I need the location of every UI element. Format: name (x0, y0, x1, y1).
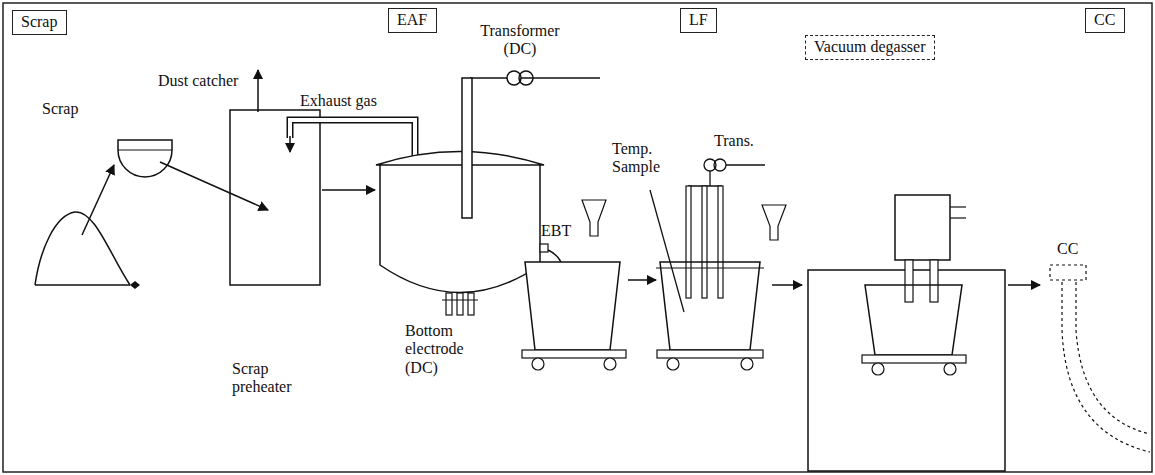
equipment-label: Scrap (42, 100, 78, 118)
eaf-roof (376, 152, 544, 166)
lf-electrode (702, 186, 707, 298)
bottom-electrode (457, 293, 463, 315)
outer-frame (3, 3, 1152, 472)
wheel (667, 358, 679, 370)
tap-hole (540, 244, 548, 252)
alloy-hopper (762, 205, 786, 240)
vacuum-duct (950, 217, 966, 218)
transformer-symbol (714, 159, 726, 171)
tundish (1050, 265, 1086, 280)
sampling-lance (650, 190, 684, 312)
ladle-car (657, 350, 763, 358)
section-title: Vacuum degasser (814, 38, 926, 56)
exhaust-pipe-inner (290, 120, 415, 158)
flow-arrow (772, 284, 802, 286)
bucket-seam (118, 150, 172, 151)
exhaust-arrow (289, 136, 291, 152)
section-title: Scrap (21, 13, 57, 31)
vacuum-vessel (895, 195, 950, 260)
graphite-electrode (462, 78, 472, 218)
snorkel (930, 260, 938, 302)
flow-arrow (628, 279, 656, 281)
section-header-box: Scrap (12, 10, 67, 35)
section-header-box: EAF (388, 8, 437, 33)
equipment-label: Scrap preheater (232, 360, 317, 397)
transformer-symbol (519, 71, 533, 85)
wheel (604, 358, 616, 370)
section-title: LF (689, 11, 708, 29)
equipment-label: Transformer (DC) (470, 22, 570, 59)
caster-strand (1076, 282, 1150, 434)
ladle-car (522, 350, 626, 358)
wheel (532, 358, 544, 370)
ground-line (35, 284, 130, 286)
ladle (660, 262, 760, 350)
power-line (726, 164, 765, 165)
wheel (944, 363, 956, 375)
scrap-pile (35, 212, 130, 285)
pile-marker (130, 281, 140, 289)
snorkel (905, 260, 913, 302)
wheel (741, 358, 753, 370)
power-line (470, 77, 600, 79)
section-header-box: Vacuum degasser (805, 35, 935, 60)
equipment-label: Exhaust gas (300, 92, 377, 110)
equipment-label: Trans. (714, 132, 754, 150)
ladle-roof (656, 267, 764, 268)
bottom-electrode (468, 293, 474, 315)
bottom-electrode (446, 293, 452, 315)
equipment-label: Dust catcher (158, 72, 238, 90)
wheel (872, 363, 884, 375)
section-header-box: CC (1085, 8, 1125, 33)
ladle (865, 285, 962, 355)
section-title: CC (1094, 11, 1115, 29)
lf-electrode (686, 186, 691, 298)
vacuum-duct (950, 206, 966, 207)
flow-arrow (160, 162, 268, 210)
flow-arrow (82, 165, 114, 235)
ladle (525, 262, 620, 350)
alloy-hopper (582, 200, 606, 236)
dust-outlet-arrow (257, 70, 259, 112)
eaf-vessel (380, 165, 540, 293)
flow-arrow (1008, 284, 1040, 286)
ladle-car (862, 355, 966, 363)
section-title: EAF (397, 11, 427, 29)
flow-arrow (322, 189, 375, 191)
equipment-label: Bottom electrode (DC) (405, 322, 485, 377)
equipment-label: CC (1057, 240, 1078, 258)
power-line (709, 171, 710, 186)
exhaust-pipe (290, 120, 415, 158)
section-header-box: LF (680, 8, 717, 33)
lf-electrode (718, 186, 723, 298)
equipment-label: EBT (541, 222, 571, 240)
scrap-bucket (118, 140, 172, 177)
scrap-preheater (230, 110, 320, 285)
caster-strand (1062, 282, 1150, 452)
bottom-electrode-plate (442, 299, 478, 300)
equipment-label: Temp. Sample (612, 140, 674, 177)
